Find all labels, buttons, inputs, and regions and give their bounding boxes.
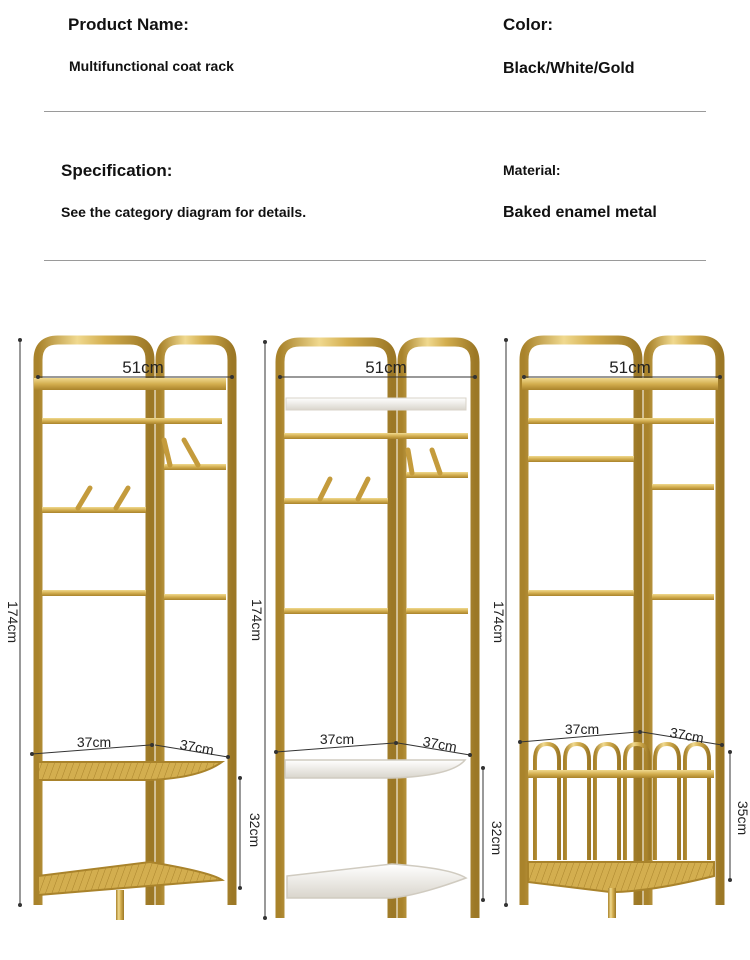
rack-3-lower-gap-label: 35cm xyxy=(735,801,750,835)
rack-1-left-frame xyxy=(33,335,155,905)
rack-2-bottom-shelf xyxy=(286,863,468,899)
rack-3-left-frame xyxy=(519,335,643,905)
rack-1-lower-gap-label: 32cm xyxy=(247,813,263,847)
rack-1-right-frame xyxy=(155,335,237,905)
rack-3-width-label: 51cm xyxy=(609,358,651,377)
specification-value: See the category diagram for details. xyxy=(61,204,307,220)
rack-3-top-shelf xyxy=(522,378,718,390)
product-name-label: Product Name: xyxy=(68,15,189,34)
rack-3-right-frame xyxy=(643,335,725,905)
rack-1-bottom-shelf xyxy=(37,860,225,897)
specification-label: Specification: xyxy=(61,161,173,180)
rack-2-right-frame xyxy=(397,337,480,918)
rack-1-middle-shelf xyxy=(37,761,226,781)
rack-1: 174cm 51cm 37cm 37cm 32cm xyxy=(5,335,263,920)
rack-3-crossbar xyxy=(528,456,634,462)
rack-1-crossbar xyxy=(164,594,226,600)
rack-1-depth-left-label: 37cm xyxy=(77,734,111,750)
rack-3-depth-left-label: 37cm xyxy=(565,721,599,737)
rack-3-basket-rim xyxy=(528,770,714,778)
rack-1-top-shelf xyxy=(34,378,226,390)
rack-3-crossbar xyxy=(528,590,634,596)
product-name-value: Multifunctional coat rack xyxy=(69,58,234,74)
rack-2-crossbar xyxy=(406,472,468,478)
rack-2-crossbar xyxy=(284,608,388,614)
rack-1-width-label: 51cm xyxy=(122,358,164,377)
rack-3-crossbar xyxy=(528,418,714,424)
rack-3-depth-right-label: 37cm xyxy=(669,724,705,746)
rack-2-top-shelf xyxy=(285,397,467,411)
rack-2-height-label: 174cm xyxy=(249,599,265,641)
rack-1-hooks xyxy=(75,437,201,511)
rack-2-lower-gap-label: 32cm xyxy=(489,821,505,855)
rack-2-middle-shelf xyxy=(284,759,467,779)
rack-1-depth-right-label: 37cm xyxy=(179,736,215,758)
divider-top xyxy=(44,111,706,112)
rack-2-crossbar xyxy=(406,608,468,614)
rack-2-width-label: 51cm xyxy=(365,358,407,377)
rack-2-hooks xyxy=(317,447,443,502)
rack-3-basket-base xyxy=(527,861,715,894)
rack-3-crossbar xyxy=(652,484,714,490)
rack-1-crossbar xyxy=(42,507,146,513)
rack-3-height-label: 174cm xyxy=(491,601,507,643)
material-label: Material: xyxy=(503,162,561,178)
rack-1-foot xyxy=(116,890,124,920)
rack-1-crossbar xyxy=(42,418,222,424)
rack-2-left-frame xyxy=(275,337,397,918)
product-diagram: 174cm 51cm 37cm 37cm 32cm 174cm xyxy=(5,335,750,920)
rack-1-height-label: 174cm xyxy=(5,601,21,643)
rack-3-foot xyxy=(608,888,616,918)
color-label: Color: xyxy=(503,15,554,34)
rack-3-basket xyxy=(533,741,711,860)
material-value: Baked enamel metal xyxy=(503,204,657,221)
rack-2-depth-left-label: 37cm xyxy=(320,731,354,747)
rack-1-crossbar xyxy=(42,590,146,596)
rack-2-depth-right-label: 37cm xyxy=(422,733,458,755)
rack-1-crossbar xyxy=(164,464,226,470)
rack-2: 174cm 51cm 37cm 37cm 32cm xyxy=(249,337,505,920)
rack-2-crossbar xyxy=(284,498,388,504)
rack-2-crossbar xyxy=(284,433,468,439)
rack-3-crossbar xyxy=(652,594,714,600)
color-value: Black/White/Gold xyxy=(503,60,635,77)
rack-3: 174cm 51cm 37cm 37cm 35cm xyxy=(491,335,750,918)
divider-bottom xyxy=(44,260,706,261)
